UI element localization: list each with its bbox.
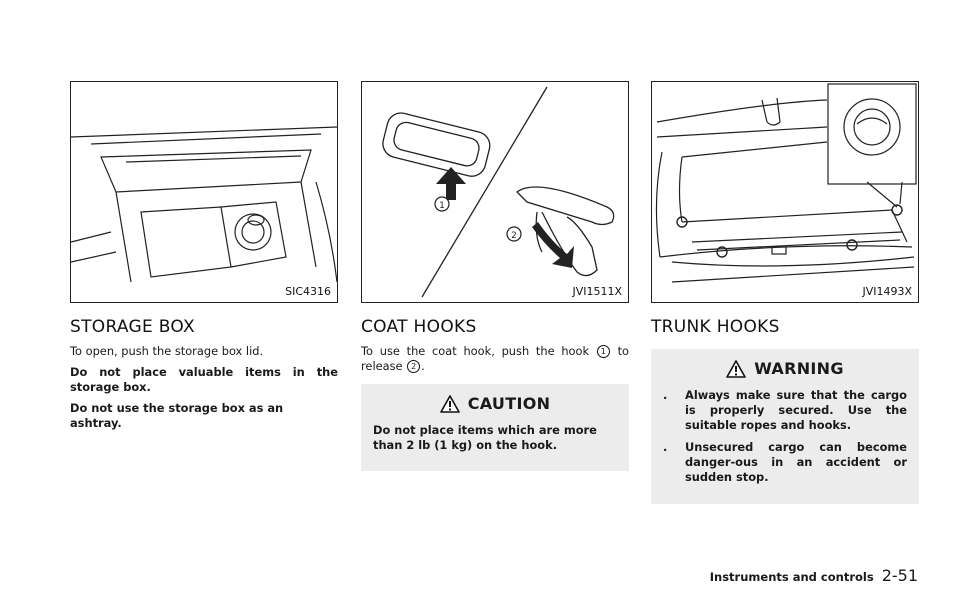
note-text: Do not use the storage box as an ashtray… bbox=[70, 401, 284, 430]
page-number: 2-51 bbox=[881, 566, 918, 585]
footer-section: Instruments and controls bbox=[709, 570, 874, 584]
trunk-hooks-illustration bbox=[655, 83, 917, 283]
section-heading: TRUNK HOOKS bbox=[651, 317, 780, 337]
bullet-mark: . bbox=[663, 388, 668, 402]
caution-header: CAUTION bbox=[373, 394, 617, 413]
note-text: Do not place valuable items in the stora… bbox=[70, 365, 338, 394]
warning-bullet: . Always make sure that the cargo is pro… bbox=[663, 388, 907, 433]
figure-id: JVI1493X bbox=[862, 285, 912, 298]
marker-2: 2 bbox=[407, 360, 421, 373]
instruction-text: To open, push the storage box lid. bbox=[70, 344, 264, 358]
instruction-part: . bbox=[421, 359, 425, 373]
figure-id: SIC4316 bbox=[285, 285, 331, 298]
storage-box-illustration bbox=[71, 126, 337, 283]
instruction-part: To use the coat hook, push the hook bbox=[361, 344, 590, 358]
section-heading: STORAGE BOX bbox=[70, 317, 195, 337]
warning-box: WARNING . Always make sure that the carg… bbox=[651, 349, 919, 504]
caution-title: CAUTION bbox=[467, 394, 551, 413]
callout-2: 2 bbox=[511, 231, 517, 241]
instruction-part: to release bbox=[361, 344, 629, 373]
page-footer: Instruments and controls 2-51 bbox=[710, 566, 918, 585]
coat-hook-illustration: 1 2 bbox=[382, 86, 615, 298]
warning-triangle-icon bbox=[726, 359, 746, 378]
caution-text: Do not place items which are more than 2… bbox=[373, 423, 597, 452]
callout-1: 1 bbox=[439, 201, 445, 211]
coat-hooks-column: 1 2 JVI1511X COAT HOOKS To use the coat … bbox=[361, 81, 629, 471]
trunk-hooks-column: JVI1493X TRUNK HOOKS WARNING . Always ma… bbox=[651, 81, 919, 504]
bullet-text: Always make sure that the cargo is prope… bbox=[685, 388, 907, 432]
bullet-mark: . bbox=[663, 440, 668, 454]
warning-header: WARNING bbox=[663, 359, 907, 378]
storage-box-figure: SIC4316 bbox=[70, 81, 338, 303]
coat-hooks-figure: 1 2 JVI1511X bbox=[361, 81, 629, 303]
marker-1: 1 bbox=[596, 345, 610, 358]
bullet-text: Unsecured cargo can become danger-ous in… bbox=[685, 440, 907, 484]
warning-bullet: . Unsecured cargo can become danger-ous … bbox=[663, 440, 907, 485]
storage-box-column: SIC4316 STORAGE BOX To open, push the st… bbox=[70, 81, 338, 437]
caution-box: CAUTION Do not place items which are mor… bbox=[361, 384, 629, 471]
section-heading: COAT HOOKS bbox=[361, 317, 477, 337]
trunk-hooks-figure: JVI1493X bbox=[651, 81, 919, 303]
warning-triangle-icon bbox=[439, 394, 460, 413]
instruction-text: To use the coat hook, push the hook 1 to… bbox=[361, 344, 629, 374]
warning-title: WARNING bbox=[754, 359, 844, 378]
figure-id: JVI1511X bbox=[572, 285, 622, 298]
